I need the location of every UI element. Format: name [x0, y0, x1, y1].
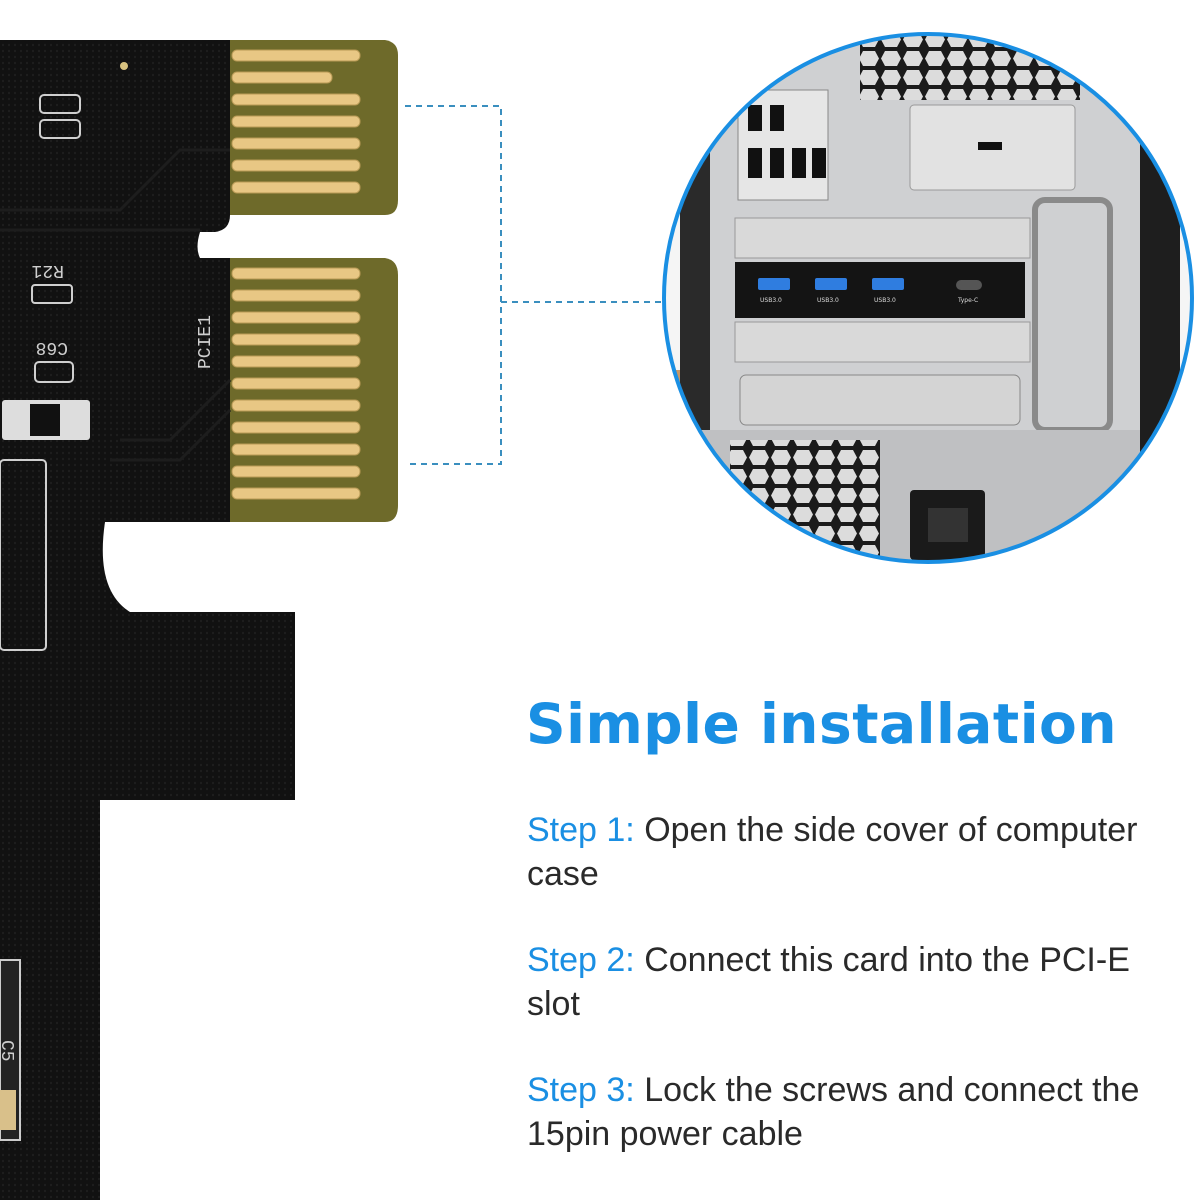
pcie-card-image: R21 C68 PCIE1 C5 [0, 40, 398, 1200]
connector-lines [405, 105, 663, 465]
step-item: Step 3: Lock the screws and connect the … [527, 1068, 1187, 1156]
svg-text:C68: C68 [36, 337, 68, 357]
computer-case-image: USB3.0 USB3.0 USB3.0 Type-C [660, 30, 1196, 566]
port-label: USB3.0 [817, 297, 839, 304]
step-text: Open the side cover of computer case [527, 811, 1138, 893]
port-label: USB3.0 [760, 297, 782, 304]
port-label: USB3.0 [874, 297, 896, 304]
step-text: Connect this card into the PCI-E slot [527, 941, 1130, 1023]
steps-list: Step 1: Open the side cover of computer … [527, 808, 1187, 1198]
step-text: Lock the screws and connect the 15pin po… [527, 1071, 1140, 1153]
step-item: Step 2: Connect this card into the PCI-E… [527, 938, 1187, 1026]
port-label: Type-C [957, 297, 978, 304]
step-item: Step 1: Open the side cover of computer … [527, 808, 1187, 896]
svg-text:PCIE1: PCIE1 [196, 315, 216, 369]
svg-text:R21: R21 [32, 260, 64, 280]
step-label: Step 1: [527, 811, 635, 849]
step-label: Step 3: [527, 1071, 635, 1109]
section-title: Simple installation [526, 692, 1118, 756]
svg-text:C5: C5 [0, 1040, 16, 1062]
step-label: Step 2: [527, 941, 635, 979]
